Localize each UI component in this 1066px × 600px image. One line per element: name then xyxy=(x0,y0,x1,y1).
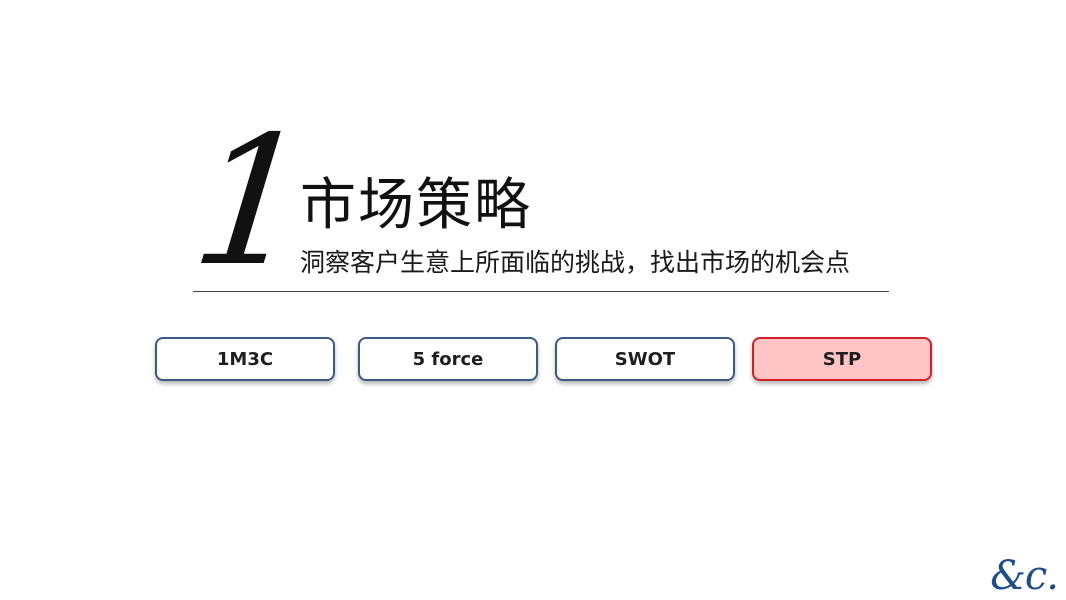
section-number: 1 xyxy=(184,98,316,305)
page-title: 市场策略 xyxy=(300,173,532,238)
brand-logo: &c. xyxy=(990,553,1059,599)
tab-1m3c-button[interactable]: 1M3C xyxy=(155,337,335,381)
page-subtitle: 洞察客户生意上所面临的挑战，找出市场的机会点 xyxy=(300,248,851,277)
tab-swot-button[interactable]: SWOT xyxy=(555,337,735,381)
title-divider xyxy=(193,291,889,292)
tab-stp-button[interactable]: STP xyxy=(752,337,932,381)
tab-5-force-button[interactable]: 5 force xyxy=(358,337,538,381)
